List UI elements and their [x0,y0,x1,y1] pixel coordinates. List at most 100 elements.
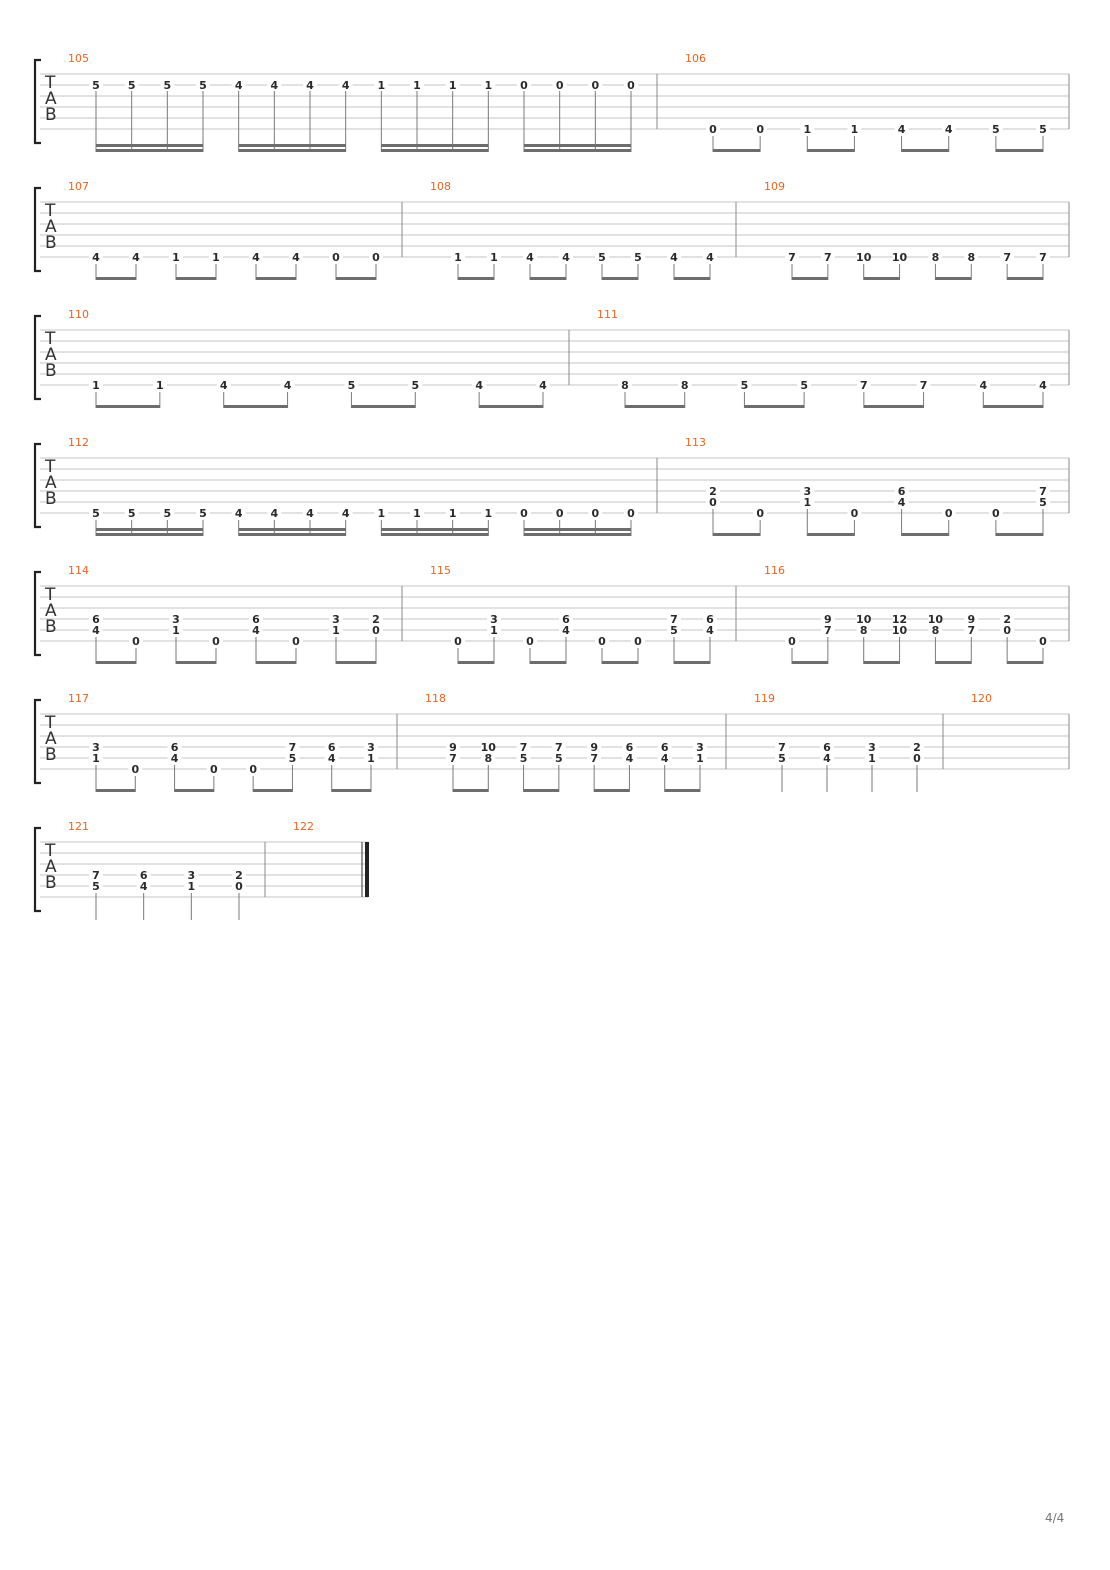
system-brace [33,58,41,145]
fret-number: 5 [348,379,356,392]
fret-number: 2 [372,613,380,626]
fret-mask [472,379,487,391]
beam [96,405,160,408]
fret-mask [280,379,295,391]
beam [1007,277,1043,280]
fret-number: 10 [892,251,908,264]
fret-number: 7 [555,741,563,754]
fret-mask [820,624,835,636]
fret-number: 10 [856,251,872,264]
fret-mask [559,624,573,636]
fret-number: 5 [92,507,100,520]
fret-number: 1 [851,123,859,136]
fret-number: 1 [156,379,164,392]
fret-number: 3 [188,869,196,882]
fret-mask [856,251,871,263]
beam [594,789,630,792]
fret-mask [206,763,221,775]
fret-number: 3 [172,613,180,626]
fret-mask [677,379,692,391]
fret-mask [928,613,943,625]
fret-number: 1 [803,496,811,509]
fret-mask [706,485,720,497]
fret-number: 10 [892,624,908,637]
fret-number: 4 [945,123,953,136]
fret-mask [1036,251,1050,263]
fret-mask [89,507,103,519]
fret-number: 0 [292,635,300,648]
fret-mask [928,251,943,263]
tab-clef-letter: T [44,713,56,733]
fret-mask [667,624,681,636]
fret-mask [964,624,979,636]
fret-mask [369,613,383,625]
fret-mask [303,507,317,519]
fret-mask [622,752,637,764]
fret-mask [231,507,246,519]
fret-number: 1 [378,507,386,520]
fret-mask [910,752,924,764]
system-brace [33,570,41,657]
fret-number: 1 [454,251,462,264]
beam [674,277,710,280]
fret-mask [976,379,991,391]
beam [530,277,566,280]
fret-number: 0 [1003,624,1011,637]
beam [96,277,136,280]
fret-number: 6 [171,741,179,754]
fret-number: 4 [328,752,336,765]
fret-mask [410,79,424,91]
fret-number: 0 [210,763,218,776]
fret-mask [892,613,907,625]
tab-clef-letter: A [45,601,57,621]
fret-mask [124,79,139,91]
fret-mask [820,613,835,625]
fret-number: 0 [526,635,534,648]
beam [381,149,489,152]
beam [995,149,1043,152]
fret-mask [703,251,717,263]
beam [935,277,972,280]
fret-mask [232,880,246,892]
fret-mask [693,741,707,753]
fret-number: 4 [271,507,279,520]
beam [453,789,489,792]
fret-number: 2 [913,741,921,754]
fret-mask [618,379,632,391]
fret-number: 4 [562,251,570,264]
fret-mask [517,79,531,91]
beam-secondary [238,144,346,147]
fret-mask [800,123,815,135]
fret-mask [1036,123,1050,135]
fret-mask [964,613,979,625]
fret-number: 5 [92,79,100,92]
fret-mask [324,752,339,764]
fret-mask [820,741,834,753]
fret-number: 4 [475,379,483,392]
fret-mask [285,752,300,764]
fret-mask [551,741,566,753]
fret-mask [408,379,423,391]
beam [96,149,203,152]
fret-mask [89,379,103,391]
fret-number: 1 [485,79,493,92]
fret-mask [928,624,943,636]
fret-number: 6 [823,741,831,754]
beam [792,277,828,280]
fret-number: 0 [332,251,340,264]
fret-mask [344,379,359,391]
fret-mask [445,79,460,91]
system-brace [33,698,41,785]
beam [530,661,566,664]
fret-number: 0 [709,496,717,509]
beam [223,405,288,408]
fret-number: 5 [778,752,786,765]
measure-number: 118 [425,692,446,705]
fret-number: 5 [289,752,297,765]
fret-number: 1 [212,251,220,264]
final-barline-thick [365,842,369,897]
fret-mask [246,763,261,775]
fret-number: 0 [556,79,564,92]
fret-mask [856,624,871,636]
